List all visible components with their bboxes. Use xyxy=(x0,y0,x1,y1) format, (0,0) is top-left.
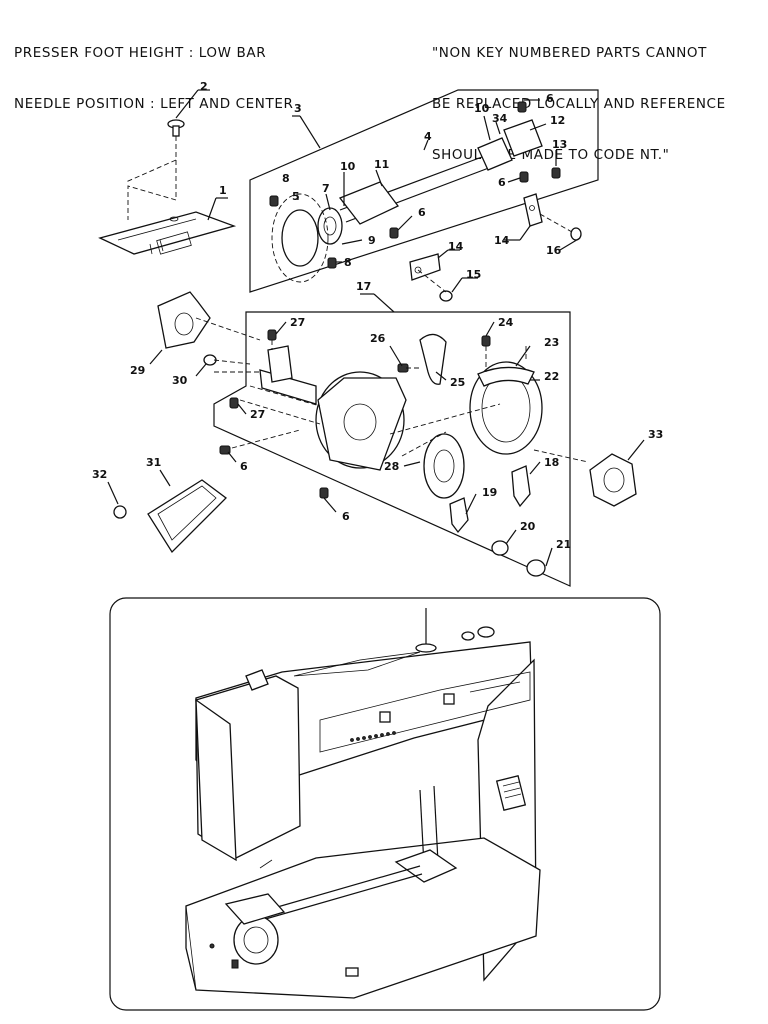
callout-19: 19 xyxy=(482,486,497,499)
latch-part-19 xyxy=(449,497,469,534)
callout-13: 13 xyxy=(552,138,567,151)
callout-21: 21 xyxy=(556,538,571,551)
crank-part-14b xyxy=(523,193,543,227)
callout-34: 34 xyxy=(492,112,508,125)
plate-screw-part xyxy=(167,119,185,137)
callout-27b: 27 xyxy=(250,408,265,421)
box-screws xyxy=(269,101,561,269)
bracket-part-29 xyxy=(157,291,211,349)
callout-26: 26 xyxy=(370,332,386,345)
callout-6d: 6 xyxy=(240,460,248,473)
latch-part-18 xyxy=(511,465,531,508)
needle-position-text: NEEDLE POSITION : LEFT AND CENTER xyxy=(14,96,294,112)
callout-6c: 6 xyxy=(418,206,426,219)
upper-shaft-part xyxy=(317,119,543,245)
callout-27a: 27 xyxy=(290,316,305,329)
callout-18: 18 xyxy=(544,456,559,469)
callout-14b: 14 xyxy=(494,234,510,247)
callout-14a: 14 xyxy=(448,240,464,253)
gear-part xyxy=(271,193,329,283)
callout-9: 9 xyxy=(368,234,376,247)
parts-note-line1: "NON KEY NUMBERED PARTS CANNOT xyxy=(432,45,708,61)
callout-7: 7 xyxy=(322,182,330,195)
callout-17: 17 xyxy=(356,280,371,293)
callout-29: 29 xyxy=(130,364,145,377)
callout-32: 32 xyxy=(92,468,107,481)
callout-28: 28 xyxy=(384,460,399,473)
spring-part xyxy=(419,333,447,385)
callout-8b: 8 xyxy=(344,256,352,269)
callout-25: 25 xyxy=(450,376,465,389)
callout-15: 15 xyxy=(466,268,481,281)
crank-part-14a xyxy=(409,253,441,281)
callout-labels: 1 2 3 4 5 6 6 6 6 6 7 8 8 9 10 10 11 12 … xyxy=(92,80,663,551)
header-parts-note: "NON KEY NUMBERED PARTS CANNOT BE REPLAC… xyxy=(432,11,726,181)
callout-31: 31 xyxy=(146,456,161,469)
bobbin-case-part-33 xyxy=(589,453,637,507)
screw-part-15 xyxy=(439,290,453,302)
sewing-machine-illustration xyxy=(109,597,661,1011)
callout-24: 24 xyxy=(498,316,514,329)
cover-plate-part xyxy=(147,479,227,554)
parts-note-line2: BE REPLACED LOCALLY AND REFERENCE xyxy=(432,96,726,112)
small-screws-hook xyxy=(219,329,546,577)
callout-10b: 10 xyxy=(474,102,490,115)
callout-8a: 8 xyxy=(282,172,290,185)
hook-assembly-box xyxy=(213,311,571,587)
callout-20: 20 xyxy=(520,520,536,533)
hook-base-part xyxy=(315,371,407,471)
callout-23: 23 xyxy=(544,336,559,349)
needle-plate-part xyxy=(98,211,237,255)
callout-22: 22 xyxy=(544,370,559,383)
callout-6b: 6 xyxy=(498,176,506,189)
callout-5: 5 xyxy=(292,190,300,203)
screw-part-32 xyxy=(113,505,127,519)
hook-shaft-part xyxy=(259,345,317,405)
callout-16: 16 xyxy=(546,244,562,257)
gib-part xyxy=(477,366,535,387)
callout-33: 33 xyxy=(648,428,663,441)
callout-2: 2 xyxy=(200,80,208,93)
bobbin-case-part xyxy=(423,433,465,499)
callout-10a: 10 xyxy=(340,160,356,173)
callout-12: 12 xyxy=(550,114,565,127)
callout-6e: 6 xyxy=(342,510,350,523)
stitch-dots xyxy=(350,731,396,742)
callout-3: 3 xyxy=(294,102,302,115)
callout-4: 4 xyxy=(424,130,432,143)
callout-1: 1 xyxy=(219,184,227,197)
upper-shaft-assembly-box xyxy=(249,89,599,293)
presser-foot-height-text: PRESSER FOOT HEIGHT : LOW BAR xyxy=(14,45,267,61)
header-presser-needle: PRESSER FOOT HEIGHT : LOW BAR NEEDLE POS… xyxy=(14,11,293,130)
callout-6a: 6 xyxy=(546,92,554,105)
callout-11: 11 xyxy=(374,158,389,171)
callout-30: 30 xyxy=(172,374,188,387)
